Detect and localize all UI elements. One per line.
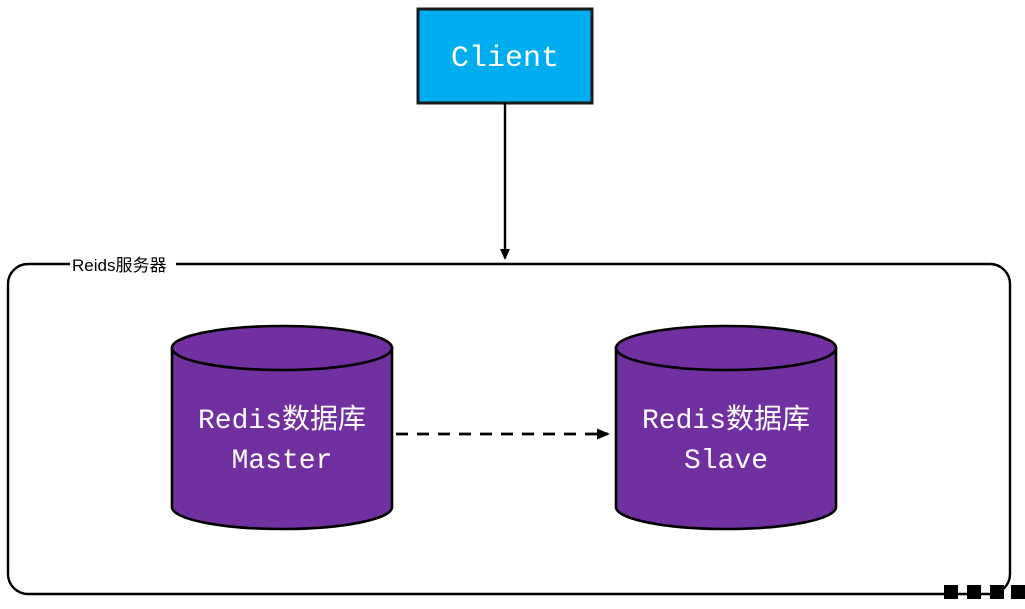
- slave-cylinder-body[interactable]: [614, 346, 838, 531]
- selection-handles[interactable]: [944, 585, 1025, 599]
- selection-handle-4[interactable]: [1011, 585, 1025, 599]
- container-border-top-left: [6, 262, 70, 285]
- master-title-label: Redis数据库: [198, 403, 366, 437]
- container-label: Reids服务器: [72, 256, 166, 275]
- master-cylinder-body[interactable]: [170, 346, 394, 531]
- master-cylinder-top: [170, 324, 394, 372]
- slave-cylinder-top: [614, 324, 838, 372]
- container-label-group: Reids服务器: [72, 256, 166, 275]
- redis-server-container[interactable]: [6, 262, 1012, 596]
- slave-title-label: Redis数据库: [642, 403, 810, 437]
- database-slave-node[interactable]: Redis数据库 Slave: [614, 324, 838, 531]
- master-role-label: Master: [232, 446, 333, 477]
- container-border-top-right: [176, 262, 1012, 285]
- database-master-node[interactable]: Redis数据库 Master: [170, 324, 394, 531]
- container-border-left: [6, 284, 29, 596]
- client-label: Client: [451, 42, 559, 76]
- slave-role-label: Slave: [684, 446, 768, 477]
- selection-handle-1[interactable]: [944, 585, 958, 599]
- selection-handle-2[interactable]: [967, 585, 981, 599]
- container-border-right: [989, 284, 1012, 596]
- client-node[interactable]: Client: [416, 7, 594, 105]
- selection-handle-3[interactable]: [990, 585, 1004, 599]
